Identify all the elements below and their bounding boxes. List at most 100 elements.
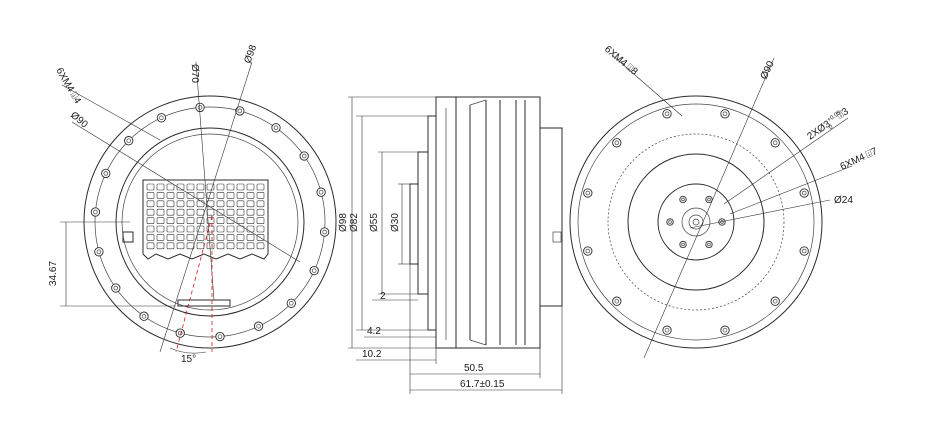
heatsink-fin — [206, 200, 215, 208]
heatsink-fin — [226, 234, 235, 241]
heatsink-fin — [146, 234, 155, 241]
heatsink-fin — [256, 208, 265, 216]
flange-hole — [175, 328, 185, 338]
notch — [122, 231, 134, 243]
heatsink-fin — [176, 217, 185, 224]
flange-hole — [215, 331, 225, 342]
label-threads: 6XM4⍗4 — [53, 66, 83, 106]
heatsink-fin — [156, 192, 165, 199]
label-side-dia-82: Ø82 — [349, 213, 360, 232]
heatsink-fin — [216, 234, 225, 241]
rear-flange-hole — [770, 296, 780, 306]
heatsink-fin — [146, 183, 155, 191]
flange-hole — [139, 311, 149, 321]
label-dia-98: Ø98 — [242, 43, 259, 65]
heatsink-fin — [256, 242, 265, 250]
heatsink-fin — [166, 192, 175, 199]
heatsink-fin — [226, 183, 235, 191]
label-side-dia-30: Ø30 — [390, 213, 401, 232]
heatsink-fin — [226, 208, 235, 216]
flange-holes — [90, 102, 330, 342]
heatsink-fin — [216, 217, 225, 224]
heatsink-fin — [256, 225, 265, 233]
heatsink-fin — [156, 183, 165, 191]
heatsink-fin — [226, 200, 235, 208]
label-side-dia-55: Ø55 — [369, 213, 380, 232]
heatsink-fin — [176, 200, 185, 208]
heatsink-fin — [256, 192, 265, 199]
heatsink-fin — [196, 217, 205, 224]
rear-flange-hole — [720, 109, 730, 119]
label-angle: 15° — [181, 354, 196, 365]
rear-flange-hole — [612, 138, 622, 148]
rear-flange-holes — [583, 109, 809, 335]
flange-hole — [299, 151, 309, 161]
heatsink-fin — [236, 192, 245, 199]
label-dia-70: Ø70 — [189, 64, 200, 83]
heatsink-fin — [246, 208, 255, 216]
heatsink-fin — [236, 208, 245, 216]
heatsink-fin — [216, 183, 225, 191]
heatsink-fin — [196, 242, 205, 250]
flange-hole — [94, 247, 104, 257]
label-dia-90: Ø90 — [68, 110, 90, 131]
heatsink-fin — [246, 234, 255, 241]
heatsink-fin — [156, 242, 165, 250]
flange-hole — [156, 113, 167, 123]
flange-hole — [319, 227, 330, 237]
heatsink-fin — [176, 208, 185, 216]
heatsink-fin — [176, 242, 185, 250]
heatsink-fin — [206, 208, 215, 216]
heatsink-block — [142, 179, 269, 260]
heatsink-fin — [246, 200, 255, 208]
heatsink-fin — [246, 225, 255, 233]
flange-hole — [316, 187, 326, 197]
heatsink-fin — [256, 200, 265, 208]
heatsink-fin — [156, 234, 165, 241]
flange-hole — [90, 207, 101, 217]
heatsink-fin — [186, 225, 195, 233]
rear-mid-circle — [627, 153, 765, 291]
heatsink-fin — [206, 183, 215, 191]
output-hole — [679, 240, 687, 249]
output-flange-circle — [657, 183, 735, 261]
rear-flange-hole — [799, 246, 809, 256]
flange-hole — [253, 321, 264, 331]
heatsink-fin — [236, 242, 245, 250]
rear-flange-hole — [662, 109, 672, 119]
heatsink-fin — [156, 225, 165, 233]
heatsink-fin — [236, 200, 245, 208]
output-hole — [705, 195, 713, 204]
heatsink-fin — [156, 217, 165, 224]
label-plate — [177, 299, 231, 307]
heatsink-fin — [216, 242, 225, 250]
flange-hole — [111, 283, 121, 293]
heatsink-fin — [156, 200, 165, 208]
label-dim-2: 2 — [380, 291, 386, 302]
flange-hole — [271, 123, 281, 133]
rear-flange-hole — [583, 188, 593, 198]
rear-flange-hole — [720, 325, 730, 335]
heatsink-fin — [146, 217, 155, 224]
heatsink-fin — [196, 200, 205, 208]
flange-hole — [101, 168, 111, 179]
left-front-view: 6XM4⍗4 Ø90 Ø70 Ø98 34.67 15° — [48, 43, 337, 365]
heatsink-fin — [206, 234, 215, 241]
label-dim-10-2: 10.2 — [362, 349, 382, 360]
rear-cap — [539, 127, 563, 307]
heatsink-fin — [206, 242, 215, 250]
heatsink-fin — [186, 200, 195, 208]
heatsink-fin — [246, 192, 255, 199]
heatsink-fin — [216, 208, 225, 216]
heatsink-fin — [146, 192, 155, 199]
label-dim-61-7: 61.7±0.15 — [460, 379, 505, 390]
heatsink-fin — [216, 200, 225, 208]
heatsink-fin — [156, 208, 165, 216]
rear-flange-hole — [583, 246, 593, 256]
side-view: Ø98 Ø82 Ø55 Ø30 2 4.2 10.2 50.5 61.7±0.1… — [338, 96, 563, 394]
heatsink-fin — [166, 208, 175, 216]
rear-flange-hole — [662, 325, 672, 335]
heatsink-fin — [216, 192, 225, 199]
label-34-67: 34.67 — [48, 261, 59, 286]
